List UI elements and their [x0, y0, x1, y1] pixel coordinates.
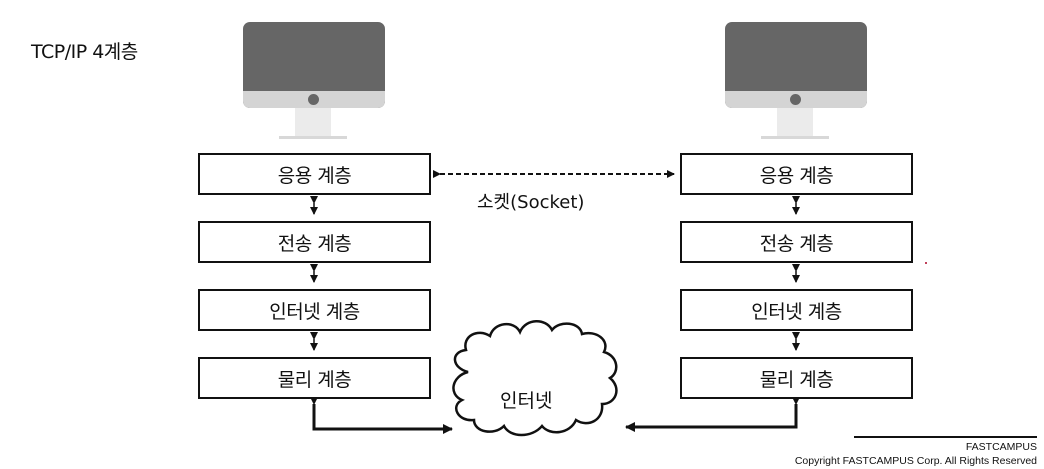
left-computer-icon — [243, 22, 385, 140]
footer-copyright: Copyright FASTCAMPUS Corp. All Rights Re… — [794, 455, 1037, 467]
monitor-base — [761, 136, 829, 139]
right-application-layer: 응용 계층 — [680, 153, 913, 195]
footer-brand: FASTCAMPUS — [965, 441, 1037, 453]
monitor-button — [308, 94, 319, 105]
left-application-layer: 응용 계층 — [198, 153, 431, 195]
internet-cloud-icon — [452, 320, 618, 437]
socket-label: 소켓(Socket) — [477, 192, 585, 213]
left-physical-to-cloud-arrow — [309, 395, 453, 434]
right-internet-layer: 인터넷 계층 — [680, 289, 913, 331]
left-physical-layer: 물리 계층 — [198, 357, 431, 399]
cloud-label: 인터넷 — [500, 390, 553, 412]
right-computer-icon — [725, 22, 867, 140]
right-transport-layer: 전송 계층 — [680, 221, 913, 263]
left-transport-layer: 전송 계층 — [198, 221, 431, 263]
footer-divider — [854, 436, 1037, 438]
monitor-stand — [777, 108, 813, 137]
right-physical-layer: 물리 계층 — [680, 357, 913, 399]
diagram-title: TCP/IP 4계층 — [31, 41, 138, 63]
stray-mark — [925, 262, 927, 264]
monitor-stand — [295, 108, 331, 137]
monitor-button — [790, 94, 801, 105]
right-physical-to-cloud-arrow — [625, 395, 801, 432]
monitor-base — [279, 136, 347, 139]
left-internet-layer: 인터넷 계층 — [198, 289, 431, 331]
